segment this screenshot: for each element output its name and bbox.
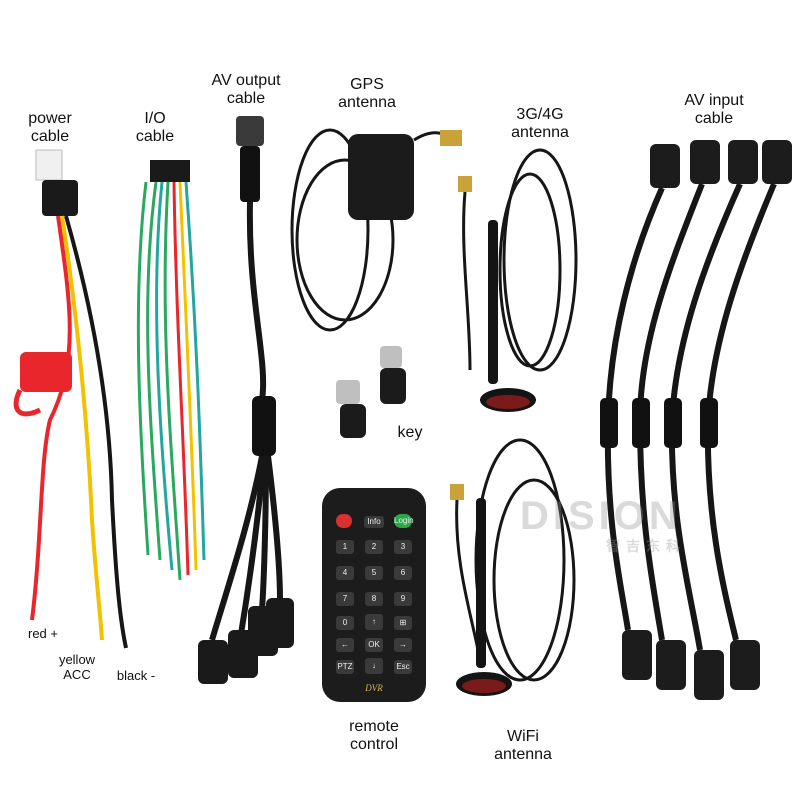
- arrow-right-icon: →: [394, 638, 412, 652]
- login-button: Login: [394, 514, 414, 528]
- label-power-line-1: power: [28, 110, 72, 127]
- label-gps-line-1: GPS: [350, 76, 384, 93]
- dvr-brand: DVR: [365, 683, 383, 693]
- av-input-cable-graphic: [600, 140, 792, 700]
- label-remote-line-2: control: [349, 736, 399, 753]
- num-2-button: 2: [365, 540, 383, 554]
- num-8-button: 8: [365, 592, 383, 606]
- power-button: [336, 514, 352, 528]
- key-graphic: [336, 346, 406, 438]
- label-3g4g-line-2: antenna: [511, 124, 569, 141]
- label-av-input-cable: AV input cable: [664, 92, 764, 128]
- esc-button: Esc: [394, 660, 412, 674]
- label-3g4g-antenna: 3G/4G antenna: [490, 106, 590, 142]
- power-cable-graphic: [13, 149, 128, 649]
- label-avin-line-1: AV input: [684, 92, 744, 109]
- ptz-button: PTZ: [336, 660, 354, 674]
- label-av-output-cable: AV output cable: [196, 72, 296, 108]
- num-5-button: 5: [365, 566, 383, 580]
- label-io-cable: I/O cable: [120, 110, 190, 146]
- ok-button: OK: [365, 638, 383, 652]
- label-gps-line-2: antenna: [338, 94, 396, 111]
- label-avout-line-2: cable: [226, 90, 266, 107]
- label-remote-control: remote control: [326, 718, 422, 754]
- arrow-down-icon: ↓: [365, 658, 383, 674]
- gps-antenna-graphic: [290, 128, 462, 332]
- label-wifi-antenna: WiFi antenna: [478, 728, 568, 764]
- arrow-left-icon: ←: [336, 638, 354, 652]
- label-wifi-line-2: antenna: [494, 746, 552, 763]
- watermark-subtitle: 智吉东科: [606, 538, 686, 554]
- arrow-up-icon: ↑: [365, 614, 383, 630]
- num-4-button: 4: [336, 566, 354, 580]
- label-wifi-line-1: WiFi: [507, 728, 539, 745]
- 3g4g-antenna-graphic: [458, 148, 578, 412]
- label-gps-antenna: GPS antenna: [322, 76, 412, 112]
- num-3-button: 3: [394, 540, 412, 554]
- wifi-antenna-graphic: [450, 438, 576, 696]
- label-black-wire: black -: [116, 668, 156, 683]
- label-io-line-1: I/O: [144, 110, 166, 127]
- label-3g4g-line-1: 3G/4G: [516, 106, 564, 123]
- label-io-line-2: cable: [135, 128, 175, 145]
- info-button: Info: [364, 516, 384, 528]
- label-key: key: [397, 424, 423, 441]
- label-yellow-line-1: yellow: [58, 652, 96, 667]
- av-output-cable-graphic: [198, 116, 294, 684]
- label-power-cable: power cable: [10, 110, 90, 146]
- watermark-logo: DISION: [520, 494, 682, 538]
- remote-keypad: Info Login 1 2 3 4 5 6 7 8 9 0 ↑ ⊞ ← OK …: [322, 488, 426, 702]
- label-avin-line-2: cable: [694, 110, 734, 127]
- label-remote-line-1: remote: [349, 718, 399, 735]
- label-red-wire: red +: [28, 626, 58, 641]
- num-0-button: 0: [336, 616, 354, 630]
- label-yellow-wire: yellow ACC: [50, 652, 104, 682]
- label-yellow-line-2: ACC: [63, 667, 91, 682]
- fuse-holder-icon: [20, 352, 72, 392]
- num-9-button: 9: [394, 592, 412, 606]
- num-7-button: 7: [336, 592, 354, 606]
- label-power-line-2: cable: [30, 128, 70, 145]
- io-cable-graphic: [136, 160, 206, 581]
- num-6-button: 6: [394, 566, 412, 580]
- label-avout-line-1: AV output: [211, 72, 281, 89]
- grid-icon: ⊞: [394, 616, 412, 630]
- gps-connector-icon: [440, 130, 462, 146]
- num-1-button: 1: [336, 540, 354, 554]
